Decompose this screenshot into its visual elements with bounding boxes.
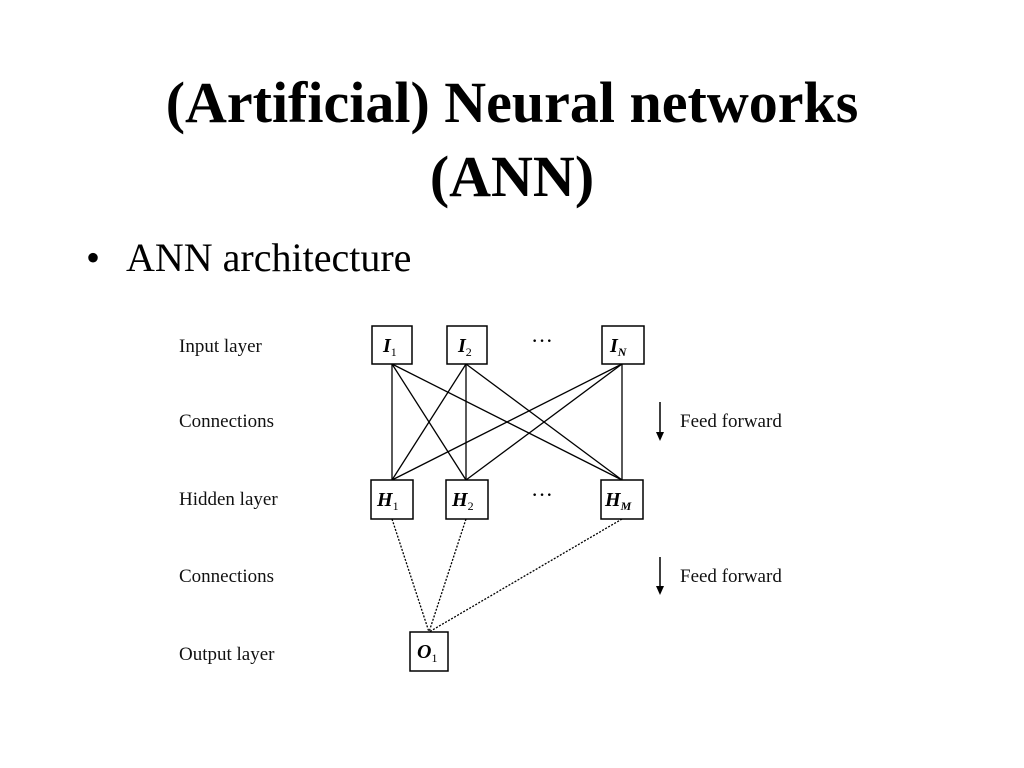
- title-line-2: (ANN): [429, 144, 595, 209]
- title-line-1: (Artificial) Neural networks: [165, 70, 859, 135]
- input-ellipsis: ···: [531, 328, 553, 353]
- edge-in-h2: [465, 363, 623, 481]
- bullet-dot: •: [86, 235, 101, 280]
- node-sub: 2: [468, 499, 474, 513]
- node-main: I: [609, 335, 619, 357]
- edge-i2-h1: [391, 363, 467, 481]
- hidden-output-connections: [391, 518, 623, 633]
- edge-in-h1: [391, 363, 623, 481]
- node-sub: 1: [431, 651, 437, 665]
- node-main: H: [451, 489, 469, 511]
- input-node-1: I1: [371, 325, 413, 365]
- output-node-1: O1: [409, 631, 449, 672]
- node-main: H: [604, 489, 622, 511]
- node-sub: M: [620, 499, 632, 513]
- bullet-item: • ANN architecture: [86, 234, 411, 282]
- node-sub: 1: [393, 499, 399, 513]
- label-connections-2: Connections: [179, 566, 274, 587]
- svg-text:HM: HM: [604, 489, 632, 513]
- svg-text:IN: IN: [609, 335, 628, 359]
- svg-text:I2: I2: [457, 335, 472, 359]
- feed-forward-label-1: Feed forward: [680, 411, 782, 432]
- node-sub: 2: [466, 345, 472, 359]
- edge-h1-o1: [391, 518, 430, 633]
- hidden-node-1: H1: [370, 479, 414, 520]
- node-main: I: [457, 335, 467, 357]
- feed-forward-label-2: Feed forward: [680, 566, 782, 587]
- svg-text:H2: H2: [451, 489, 474, 513]
- slide-title: (Artificial) Neural networks (ANN): [0, 66, 1024, 214]
- input-node-n: IN: [601, 325, 645, 365]
- label-hidden-layer: Hidden layer: [179, 489, 278, 510]
- label-connections-1: Connections: [179, 411, 274, 432]
- svg-text:H1: H1: [376, 489, 399, 513]
- hidden-node-m: HM: [600, 479, 644, 520]
- node-sub: N: [617, 345, 628, 359]
- arrow-down-icon: [656, 557, 664, 595]
- node-main: I: [382, 335, 392, 357]
- label-input-layer: Input layer: [179, 336, 263, 357]
- svg-text:O1: O1: [417, 641, 437, 665]
- edge-h2-o1: [428, 518, 467, 633]
- hidden-node-2: H2: [445, 479, 489, 520]
- svg-text:I1: I1: [382, 335, 397, 359]
- edge-hm-o1: [428, 518, 623, 633]
- bullet-text: ANN architecture: [126, 235, 412, 280]
- arrow-down-icon: [656, 402, 664, 441]
- input-node-2: I2: [446, 325, 488, 365]
- node-main: O: [417, 641, 431, 663]
- node-main: H: [376, 489, 394, 511]
- node-sub: 1: [391, 345, 397, 359]
- hidden-ellipsis: ···: [531, 482, 553, 507]
- label-output-layer: Output layer: [179, 644, 275, 665]
- input-hidden-connections: [391, 363, 623, 481]
